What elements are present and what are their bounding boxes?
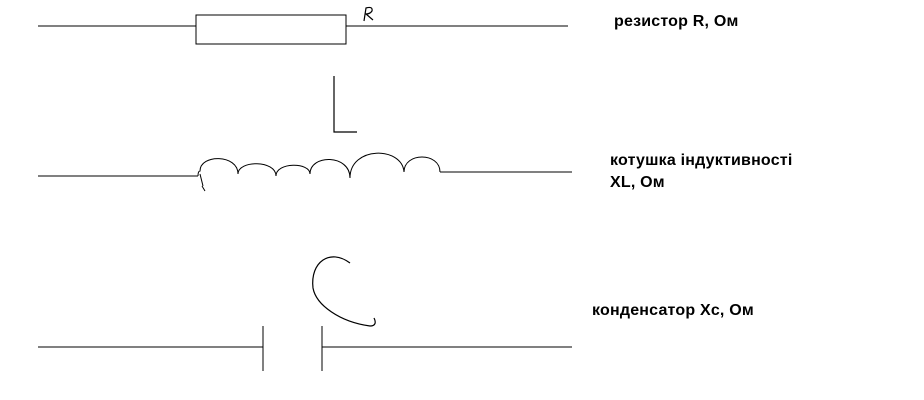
resistor-label: резистор R, Ом <box>614 13 739 30</box>
inductor-symbol <box>38 76 572 192</box>
inductor-letter-mark <box>333 76 357 133</box>
capacitor-label: конденсатор Xc, Ом <box>592 302 754 319</box>
capacitor-symbol <box>38 256 572 371</box>
inductor-coil <box>197 152 441 179</box>
inductor-label-line1: котушка індуктивності <box>610 152 793 169</box>
inductor-label-line2: XL, Ом <box>610 174 665 191</box>
resistor-body <box>195 14 347 45</box>
resistor-symbol <box>38 6 568 45</box>
inductor-coil-tail <box>199 173 206 192</box>
resistor-letter-mark <box>363 6 374 22</box>
capacitor-letter-mark <box>312 256 376 327</box>
